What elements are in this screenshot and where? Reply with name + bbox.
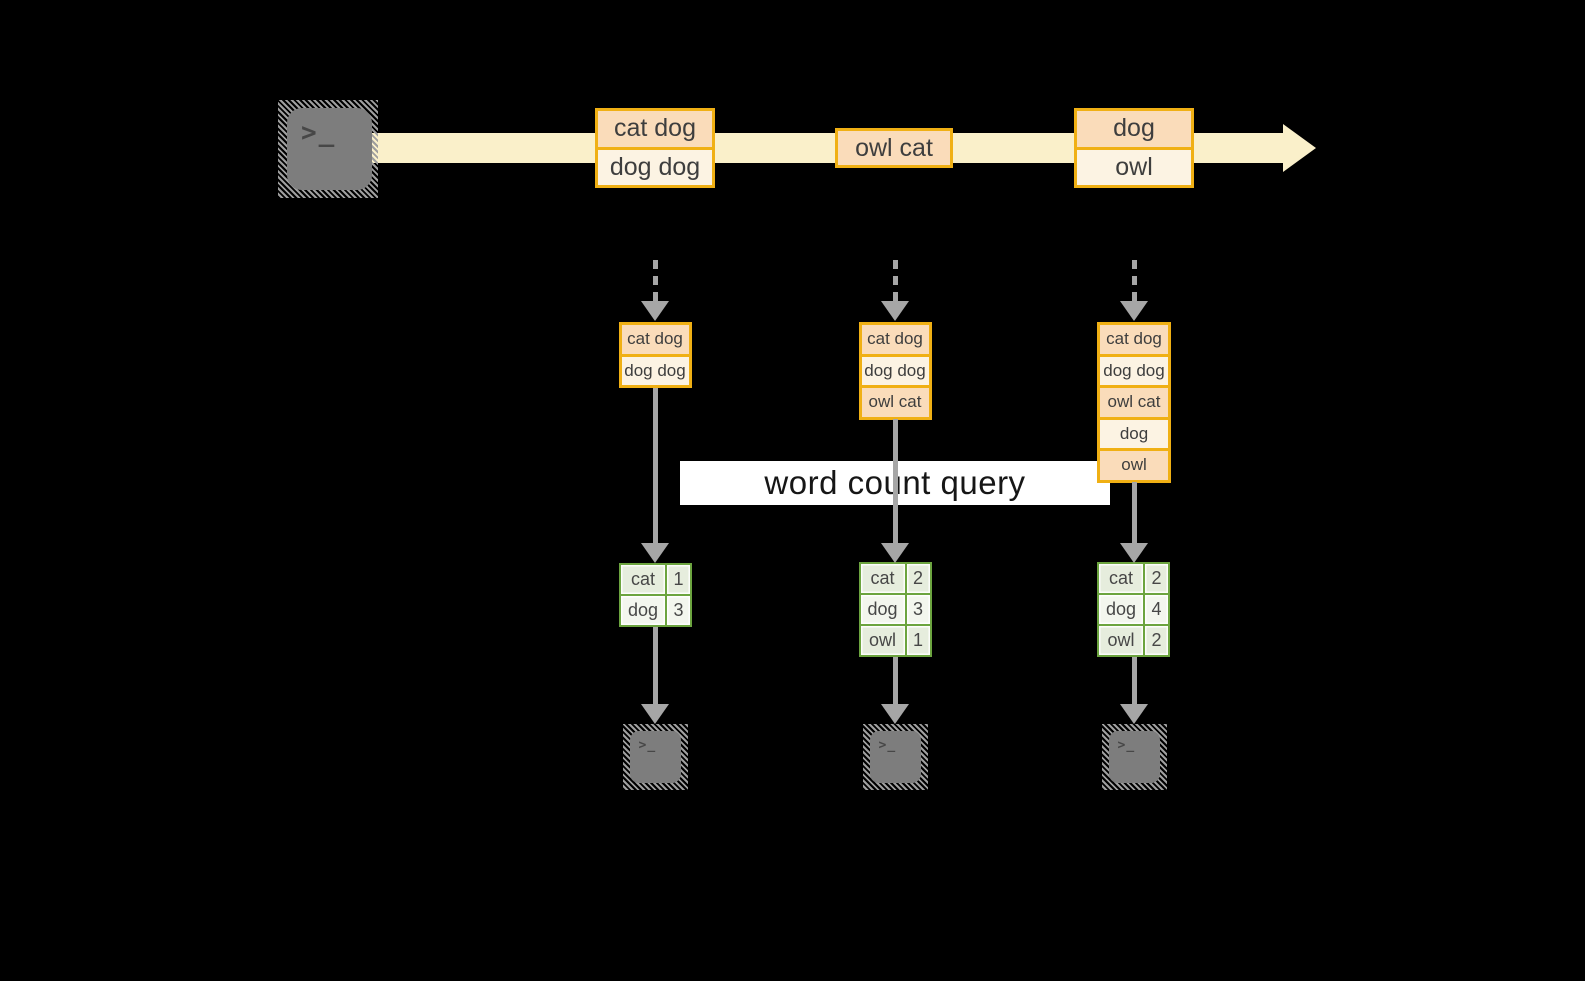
arrowhead-icon	[1120, 704, 1148, 724]
table-cell-count: 3	[906, 595, 930, 624]
table-cell-count: 2	[906, 564, 930, 593]
table-cell-word: cat	[860, 564, 905, 593]
stream-event-box-3: dog owl	[1074, 108, 1194, 188]
table-cell-count: 4	[1145, 595, 1168, 624]
terminal-prompt-icon: >_	[878, 738, 897, 753]
stream-event-box-1: cat dog dog dog	[595, 108, 715, 188]
terminal-screen: >_	[869, 731, 921, 783]
stream-event: dog dog	[598, 149, 712, 185]
state-row: owl cat	[861, 388, 929, 417]
source-terminal-icon: >_	[278, 100, 378, 198]
arrowhead-icon	[641, 704, 669, 724]
arrowhead-icon	[881, 704, 909, 724]
table-cell-word: cat	[1099, 564, 1143, 593]
dashed-arrow-line	[652, 260, 658, 302]
state-row: dog dog	[861, 356, 929, 385]
word-count-table-3: cat 2 dog 4 owl 2	[1097, 562, 1170, 657]
state-row: dog dog	[1100, 356, 1168, 385]
state-row: owl	[1100, 451, 1168, 480]
table-cell-count: 1	[906, 626, 930, 655]
arrow-line	[1131, 657, 1137, 704]
arrow-line	[652, 388, 658, 543]
state-buffer-box-2: cat dog dog dog owl cat	[858, 322, 932, 420]
stream-event-box-2: owl cat	[835, 128, 953, 168]
terminal-screen: >_	[629, 731, 681, 783]
state-buffer-box-1: cat dog dog dog	[618, 322, 692, 388]
state-row: dog dog	[621, 356, 689, 385]
arrowhead-icon	[1120, 543, 1148, 563]
output-terminal-icon: >_	[862, 724, 928, 790]
table-cell-word: cat	[621, 565, 665, 594]
state-row: cat dog	[1100, 325, 1168, 354]
table-cell-count: 3	[667, 596, 690, 625]
arrowhead-icon	[881, 301, 909, 321]
terminal-prompt-icon: >_	[301, 118, 337, 148]
table-cell-count: 2	[1145, 564, 1168, 593]
state-row: cat dog	[621, 325, 689, 354]
arrow-line	[652, 627, 658, 704]
stream-event: owl	[1077, 149, 1191, 185]
arrowhead-icon	[641, 543, 669, 563]
table-cell-word: dog	[860, 595, 905, 624]
stream-event: cat dog	[598, 111, 712, 147]
table-cell-word: dog	[621, 596, 665, 625]
dashed-arrow-line	[892, 260, 898, 302]
arrow-line	[1131, 482, 1137, 543]
terminal-screen: >_	[1108, 731, 1160, 783]
terminal-prompt-icon: >_	[1117, 738, 1136, 753]
state-row: cat dog	[861, 325, 929, 354]
output-terminal-icon: >_	[1101, 724, 1167, 790]
table-cell-word: owl	[1099, 626, 1143, 655]
table-cell-count: 1	[667, 565, 690, 594]
stream-event: dog	[1077, 111, 1191, 147]
terminal-screen: >_	[287, 108, 372, 190]
arrow-line	[892, 657, 898, 704]
output-terminal-icon: >_	[622, 724, 688, 790]
arrowhead-icon	[881, 543, 909, 563]
table-cell-word: owl	[860, 626, 905, 655]
table-cell-count: 2	[1145, 626, 1168, 655]
state-row: owl cat	[1100, 388, 1168, 417]
arrow-line	[892, 419, 898, 543]
terminal-prompt-icon: >_	[638, 738, 657, 753]
state-row: dog	[1100, 419, 1168, 448]
stream-event: owl cat	[838, 131, 950, 165]
arrowhead-icon	[1120, 301, 1148, 321]
arrowhead-icon	[641, 301, 669, 321]
table-cell-word: dog	[1099, 595, 1143, 624]
dashed-arrow-line	[1131, 260, 1137, 302]
word-count-table-1: cat 1 dog 3	[619, 563, 692, 627]
stream-arrowhead-icon	[1283, 124, 1316, 172]
word-count-table-2: cat 2 dog 3 owl 1	[858, 562, 932, 657]
state-buffer-box-3: cat dog dog dog owl cat dog owl	[1097, 322, 1171, 483]
